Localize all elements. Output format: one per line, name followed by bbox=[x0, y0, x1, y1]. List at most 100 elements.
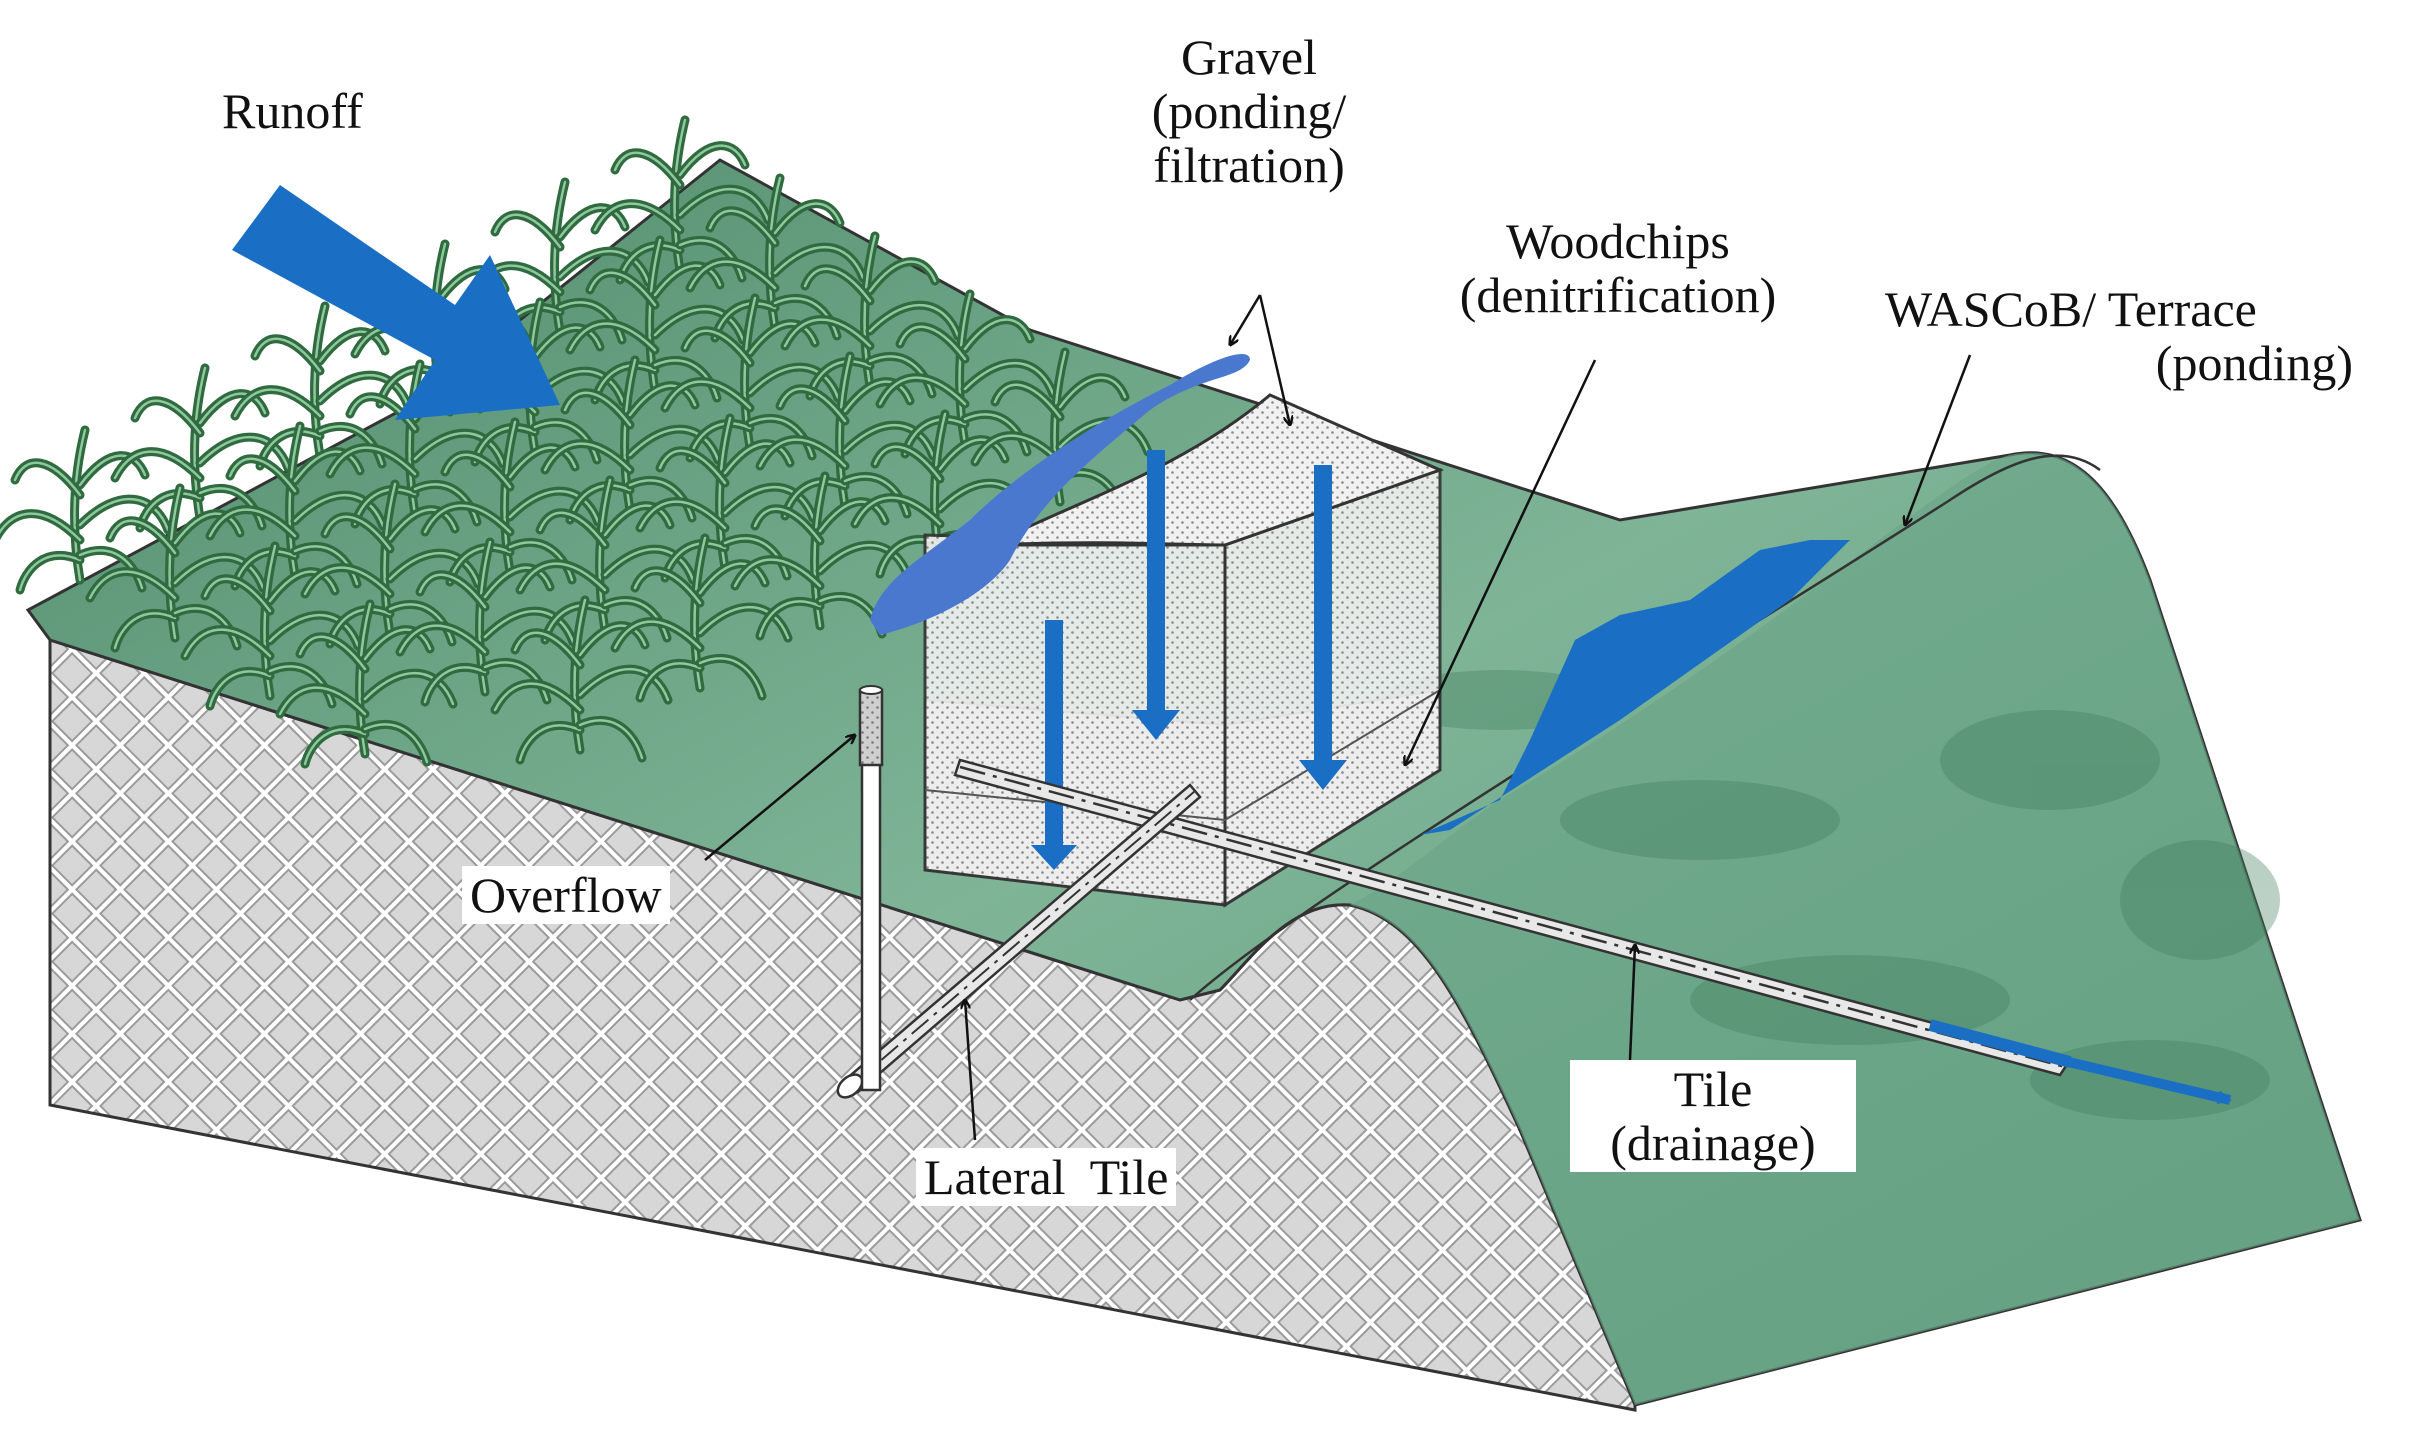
lateral-tile-end bbox=[836, 1073, 864, 1099]
corn-leaf-highlight bbox=[13, 461, 82, 497]
corn-leaf-highlight bbox=[818, 543, 910, 578]
main-tile-drain bbox=[953, 758, 2232, 1105]
corn-plant bbox=[85, 483, 268, 653]
corn-plant bbox=[515, 475, 698, 645]
corn-leaf-highlight bbox=[413, 431, 505, 466]
corn-leaf bbox=[0, 509, 85, 545]
corn-leaf-highlight bbox=[613, 151, 682, 187]
corn-leaf-highlight bbox=[563, 391, 632, 427]
corn-leaf bbox=[110, 447, 205, 483]
corn-leaf-highlight bbox=[293, 493, 385, 528]
gravel-ponded-water bbox=[870, 354, 1250, 635]
corn-leaf-highlight bbox=[698, 562, 767, 595]
corn-plant bbox=[205, 421, 388, 591]
corn-leaf-highlight bbox=[898, 325, 967, 361]
corn-leaf-highlight bbox=[423, 504, 512, 534]
corn-leaf-highlight bbox=[603, 504, 672, 537]
corn-leaf-highlight bbox=[228, 457, 297, 493]
corn-leaf-highlight bbox=[588, 271, 657, 307]
corn-leaf-highlight bbox=[513, 631, 582, 667]
corn-plant bbox=[395, 537, 578, 707]
corn-leaf-highlight bbox=[653, 307, 745, 342]
wascob-label: WASCoB/ Terrace (ponding) bbox=[1865, 282, 2365, 390]
corn-leaf-highlight bbox=[818, 500, 887, 533]
corn-leaf-highlight bbox=[363, 628, 432, 661]
corn-plant bbox=[275, 599, 458, 769]
wascob-leader bbox=[1905, 354, 1972, 525]
corn-leaf-highlight bbox=[578, 719, 644, 760]
corn-leaf-highlight bbox=[963, 318, 1032, 351]
tile-leader bbox=[1628, 945, 1635, 1061]
corn-plant bbox=[685, 173, 868, 343]
corn-leaf-highlight bbox=[653, 264, 722, 297]
corn-leaf-highlight bbox=[363, 671, 455, 706]
corn-leaf-highlight bbox=[723, 442, 792, 475]
leader-lines bbox=[704, 294, 1972, 1141]
corn-plant bbox=[755, 351, 938, 521]
corn-leaf-highlight bbox=[558, 249, 650, 284]
overflow-label: Overflow bbox=[462, 866, 670, 924]
corn-plant bbox=[230, 301, 413, 471]
lateral-tile bbox=[836, 783, 1202, 1099]
corn-leaf-highlight bbox=[113, 450, 202, 480]
main-tile-centerline bbox=[959, 765, 2066, 1069]
corn-leaf-highlight bbox=[993, 383, 1062, 419]
lateral-tile-centerline bbox=[850, 790, 1196, 1087]
wascob-label-line: (ponding) bbox=[2155, 335, 2353, 391]
corn-leaf-highlight bbox=[413, 483, 479, 524]
corn-leaf-highlight bbox=[683, 329, 752, 365]
corn-leaf-highlight bbox=[388, 551, 480, 586]
corn-leaf-highlight bbox=[688, 260, 777, 290]
corn-leaf-highlight bbox=[578, 624, 647, 657]
corn-plant bbox=[490, 595, 673, 765]
corn-leaf-highlight bbox=[773, 202, 842, 235]
corn-leaf-highlight bbox=[748, 365, 840, 400]
corn-leaf-highlight bbox=[868, 260, 937, 293]
terrace-ponded-water bbox=[1420, 540, 1850, 835]
corn-leaf-highlight bbox=[853, 496, 942, 526]
corn-leaf-highlight bbox=[78, 497, 170, 532]
overflow-top bbox=[859, 685, 883, 695]
corn-leaf-highlight bbox=[518, 562, 607, 592]
corn-leaf-highlight bbox=[0, 512, 82, 542]
infiltration-arrow bbox=[1132, 450, 1180, 740]
tile-outlet-flow bbox=[1928, 1019, 2072, 1068]
corn-leaf-highlight bbox=[638, 662, 702, 700]
corn-leaf-highlight bbox=[773, 245, 865, 280]
woodchips-label-line: (denitrification) bbox=[1459, 267, 1777, 323]
corn-leaf-highlight bbox=[963, 413, 1029, 454]
corn-leaf-highlight bbox=[293, 545, 359, 586]
tile-label-line: Tile bbox=[1673, 1061, 1753, 1117]
corn-leaf-highlight bbox=[388, 603, 454, 644]
corn-leaf-highlight bbox=[518, 724, 582, 762]
corn-leaf-highlight bbox=[363, 723, 429, 764]
corn-leaf-highlight bbox=[173, 555, 265, 590]
corn-leaf-highlight bbox=[198, 392, 267, 425]
corn-leaf-highlight bbox=[753, 507, 822, 543]
woodchips-label: Woodchips (denitrification) bbox=[1408, 214, 1828, 322]
corn-leaf-highlight bbox=[483, 609, 575, 644]
corn-plant bbox=[780, 231, 963, 401]
corn-leaf-highlight bbox=[678, 144, 747, 177]
corn-leaf-highlight bbox=[628, 384, 697, 417]
corn-leaf-highlight bbox=[628, 427, 720, 462]
corn-leaf-highlight bbox=[198, 435, 290, 470]
infiltration-arrow bbox=[1299, 465, 1347, 790]
corn-leaf-highlight bbox=[268, 570, 337, 603]
corn-leaf-highlight bbox=[578, 667, 670, 702]
corn-leaf-highlight bbox=[533, 326, 602, 359]
corn-leaf-highlight bbox=[298, 635, 367, 671]
corn-leaf-highlight bbox=[318, 373, 410, 408]
overflow-leader bbox=[704, 735, 855, 861]
corn-leaf-highlight bbox=[543, 442, 632, 472]
corn-leaf-highlight bbox=[973, 434, 1062, 464]
corn-leaf-highlight bbox=[173, 607, 239, 648]
runoff-label: Runoff bbox=[222, 83, 363, 139]
corn-plant bbox=[540, 355, 723, 525]
corn-leaf-highlight bbox=[538, 511, 607, 547]
corn-leaf-highlight bbox=[843, 380, 912, 413]
corn-leaf-highlight bbox=[443, 453, 512, 489]
gravel-label: Gravel (ponding/ filtration) bbox=[1104, 30, 1394, 192]
corn-leaf-highlight bbox=[88, 570, 177, 600]
tile-label: Tile (drainage) bbox=[1570, 1060, 1856, 1172]
